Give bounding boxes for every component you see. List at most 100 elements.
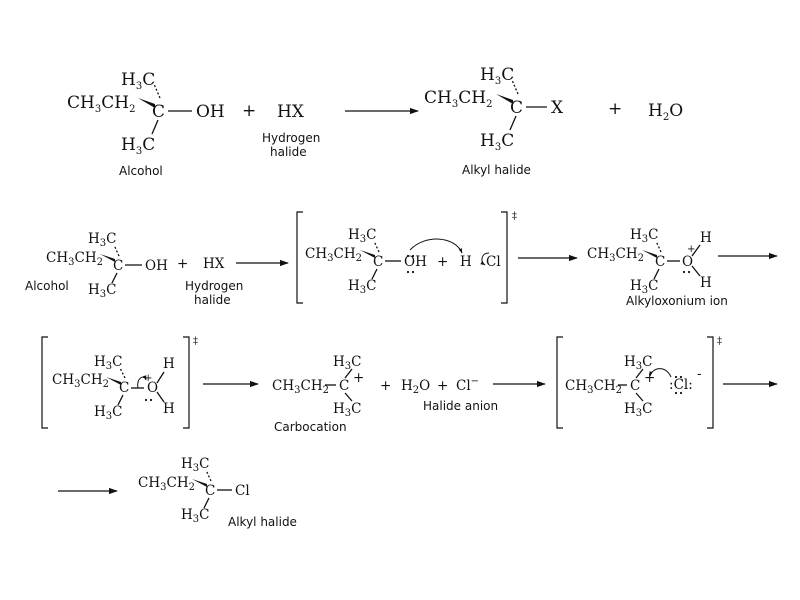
methyl-group-bottom: H3C	[94, 404, 123, 422]
alcohol-label: Alcohol	[25, 279, 69, 293]
hydrogen-atom: H	[460, 254, 472, 270]
chloride-anion: Cl−	[456, 376, 479, 394]
alkyloxonium-structure: H3C CH3CH2 C O + H H H3C	[587, 227, 712, 296]
lone-pair-dot	[406, 270, 410, 274]
hydrogen-atom: H	[700, 230, 712, 246]
methyl-group-top: H3C	[94, 354, 123, 372]
electron-push-arrow	[649, 368, 672, 378]
bond	[371, 268, 378, 280]
hydrogen-halide-label-2: halide	[270, 145, 307, 159]
lone-pair-dot	[406, 254, 410, 258]
plus-sign: +	[380, 378, 391, 394]
hydrogen-halide-formula: HX	[203, 256, 225, 272]
methyl-group-top: H3C	[181, 456, 210, 474]
wedge-bond	[496, 94, 513, 104]
lone-pair-dot	[411, 254, 415, 258]
methyl-group-top: H3C	[333, 354, 362, 372]
transition-state-3: ‡ H3C CH3CH2 C + H3C :Cl: -	[556, 336, 722, 429]
dash-bond	[511, 79, 519, 95]
ionization-step: ‡ H3C CH3CH2 C O + H H H3C H3C CH3CH2 C …	[41, 336, 778, 434]
electron-push-arrow-small	[480, 252, 490, 266]
oxonium-oxygen: O	[147, 380, 158, 396]
lone-pair-dot	[674, 375, 678, 379]
positive-charge: +	[687, 244, 695, 255]
overall-reaction: H3C CH3CH2 C OH H3C Alcohol + HX Hydroge…	[67, 65, 683, 178]
wedge-bond	[642, 250, 657, 258]
central-carbon: C	[119, 380, 129, 396]
bond	[691, 265, 701, 277]
dash-bond	[153, 83, 161, 99]
chlorine-atom: Cl	[486, 254, 501, 270]
bond	[156, 391, 165, 403]
cationic-carbon: C	[339, 378, 349, 394]
lone-pair-dot	[674, 391, 678, 395]
methyl-group-bottom: H3C	[181, 507, 210, 525]
methyl-group-bottom: H3C	[624, 401, 653, 419]
central-carbon: C	[655, 254, 665, 270]
hydrogen-halide-formula: HX	[277, 102, 305, 122]
lone-pair-dot	[411, 270, 415, 274]
left-bracket	[296, 211, 303, 304]
alcohol-structure: H3C CH3CH2 C OH H3C	[67, 70, 225, 157]
right-bracket	[707, 336, 714, 429]
central-carbon: C	[113, 258, 123, 274]
central-carbon: C	[205, 483, 215, 499]
ethyl-group: CH3CH2	[52, 372, 109, 390]
left-bracket	[41, 336, 48, 429]
plus-sign: +	[177, 256, 188, 272]
water: H2O	[648, 101, 683, 123]
central-carbon: C	[510, 98, 523, 118]
plus-sign: +	[608, 99, 622, 119]
protonation-step: H3C CH3CH2 C OH H3C Alcohol + HX Hydroge…	[25, 211, 778, 308]
positive-charge: +	[353, 370, 364, 386]
bond	[653, 268, 660, 280]
water: H2O	[401, 378, 430, 396]
wedge-bond	[106, 377, 121, 385]
bond	[635, 368, 644, 379]
bond	[691, 244, 701, 257]
electron-push-arrow	[409, 238, 463, 254]
bond	[156, 371, 165, 384]
halogen-x: X	[551, 98, 564, 118]
hydrogen-halide-label-1: Hydrogen	[185, 279, 243, 293]
alkyl-halide-label: Alkyl halide	[228, 515, 297, 529]
chlorine-atom: Cl	[235, 483, 250, 499]
right-bracket	[501, 211, 508, 304]
ethyl-group: CH3CH2	[67, 93, 135, 115]
right-bracket	[183, 336, 190, 429]
wedge-bond	[138, 98, 155, 108]
bond	[117, 394, 124, 406]
double-dagger: ‡	[512, 211, 517, 222]
transition-state-2: ‡ H3C CH3CH2 C O + H H H3C	[41, 336, 198, 429]
product-step: H3C CH3CH2 C Cl H3C Alkyl halide	[58, 456, 297, 529]
positive-charge: +	[144, 373, 152, 384]
dash-bond	[119, 367, 126, 379]
lone-pair-dot	[679, 391, 683, 395]
plus-sign: +	[437, 378, 448, 394]
hydrogen-atom: H	[163, 356, 175, 372]
bond	[344, 368, 353, 379]
hydroxyl-group: OH	[196, 102, 225, 122]
halide-anion-label: Halide anion	[423, 399, 498, 413]
oxonium-oxygen: O	[682, 254, 693, 270]
hydrogen-atom: H	[163, 401, 175, 417]
bond	[203, 497, 210, 509]
bond	[509, 115, 517, 131]
hydrogen-halide-label-2: halide	[194, 293, 231, 307]
methyl-group-top: H3C	[348, 227, 377, 245]
alcohol-structure: H3C CH3CH2 C OH H3C	[46, 231, 168, 300]
methyl-group-top: H3C	[630, 227, 659, 245]
wedge-bond	[192, 479, 207, 487]
transition-state-1: ‡ H3C CH3CH2 C OH H3C + H Cl	[296, 211, 517, 304]
ethyl-group: CH3CH2	[272, 378, 329, 396]
ethyl-group: CH3CH2	[305, 246, 362, 264]
double-dagger: ‡	[193, 336, 198, 347]
lone-pair-dot	[687, 270, 691, 274]
left-bracket	[556, 336, 563, 429]
alkyl-halide-structure: H3C CH3CH2 C X H3C	[424, 65, 564, 153]
central-carbon: C	[373, 254, 383, 270]
hydrogen-atom: H	[700, 275, 712, 291]
lone-pair-dot	[679, 375, 683, 379]
ethyl-group: CH3CH2	[587, 246, 644, 264]
